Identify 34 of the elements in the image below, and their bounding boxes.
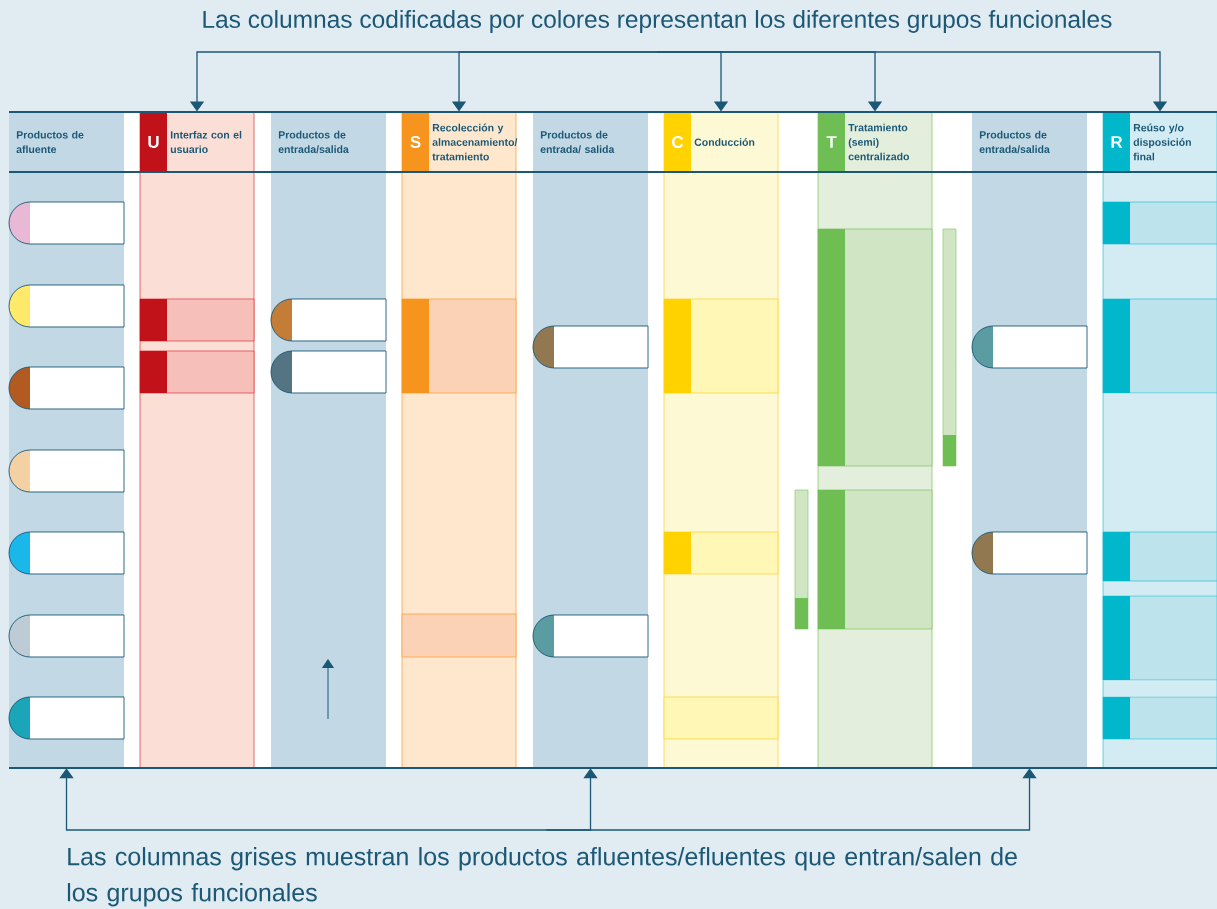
box: [1102, 201, 1217, 245]
pill-box: [532, 325, 649, 369]
box: [817, 489, 933, 630]
box: [663, 531, 779, 575]
box: [663, 298, 779, 394]
pill-box: [8, 284, 125, 328]
box: [1102, 696, 1217, 740]
box: [1102, 531, 1217, 582]
box: [139, 298, 255, 342]
box: [401, 613, 517, 658]
pill-box: [8, 531, 125, 575]
leader-arrow: [656, 51, 1168, 112]
box: [663, 696, 779, 740]
pill-box: [270, 350, 387, 394]
bar: [794, 489, 809, 630]
box: [1102, 298, 1217, 394]
pill-box: [971, 325, 1088, 369]
pill-box: [8, 201, 125, 245]
pill-box: [8, 449, 125, 493]
pill-box: [8, 696, 125, 740]
pill-box: [8, 614, 125, 658]
bar: [942, 228, 957, 467]
callout-text: Las columnas grises muestran los productos afluentes/efluentes que entran/salen de los grupos funcionales: [67, 847, 1017, 907]
callout-text: Las columnas codificadas por colores representan los diferentes grupos funcionales: [203, 10, 1112, 33]
box: [401, 298, 517, 394]
box: [139, 350, 255, 394]
leader-arrow: [545, 768, 1037, 831]
pill-box: [270, 298, 387, 342]
box: [817, 228, 933, 467]
pill-box: [971, 531, 1088, 575]
box: [1102, 595, 1217, 681]
pill-box: [8, 366, 125, 410]
pill-box: [532, 614, 649, 658]
leader-arrow: [59, 768, 547, 831]
